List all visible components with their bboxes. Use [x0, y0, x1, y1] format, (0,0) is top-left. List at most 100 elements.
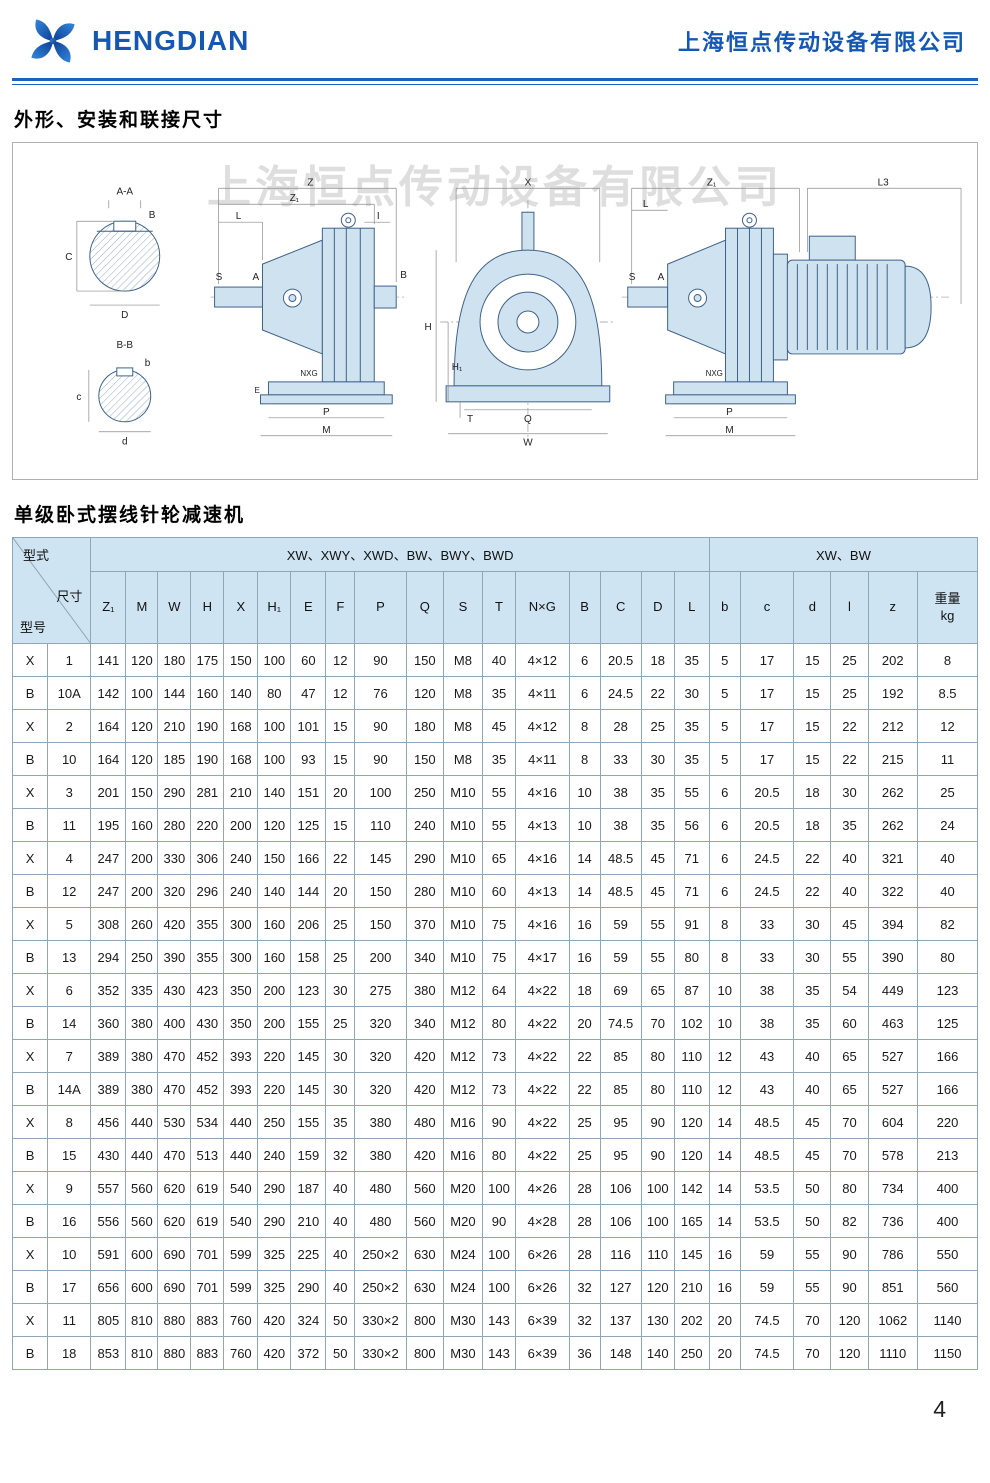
dim-value: 20.5: [739, 808, 795, 842]
dim-value: 8: [708, 940, 741, 974]
dim-value: 4×26: [515, 1171, 570, 1205]
row-type: B: [11, 940, 49, 974]
dim-value: 80: [917, 940, 978, 974]
dim-value: 560: [917, 1270, 978, 1304]
dim-value: 22: [830, 709, 869, 743]
dim-value: 14: [708, 1171, 741, 1205]
dim-value: 145: [290, 1072, 327, 1106]
dim-value: 599: [223, 1270, 259, 1304]
dim-value: 28: [568, 1171, 601, 1205]
dim-value: 4×17: [515, 940, 570, 974]
dim-value: M20: [442, 1171, 484, 1205]
dim-value: 250×2: [354, 1270, 407, 1304]
dim-label: H: [425, 322, 432, 333]
dim-label: A: [658, 272, 665, 283]
dim-value: 25: [568, 1138, 601, 1172]
dim-value: 321: [867, 841, 919, 875]
dim-value: 656: [90, 1270, 127, 1304]
dim-value: 100: [640, 1204, 675, 1238]
dim-label: I: [377, 211, 380, 222]
dim-value: 22: [640, 676, 675, 710]
dim-value: 400: [157, 1006, 192, 1040]
column-header-13: N×G: [515, 571, 570, 644]
dim-value: 100: [125, 676, 159, 710]
technical-drawings: A-A B C D B-B b c d: [65, 177, 962, 449]
dim-value: 250: [125, 940, 159, 974]
dim-value: 240: [257, 1138, 292, 1172]
dim-value: 40: [325, 1204, 356, 1238]
dim-value: 215: [867, 742, 919, 776]
dim-value: 220: [190, 808, 225, 842]
dim-label: Z₁: [707, 177, 717, 188]
dim-value: 75: [482, 940, 517, 974]
dim-value: 76: [354, 676, 407, 710]
brand-name: HENGDIAN: [92, 25, 250, 56]
dim-value: 340: [405, 1006, 444, 1040]
dim-value: 32: [568, 1270, 601, 1304]
dim-value: 12: [708, 1039, 741, 1073]
dim-value: 14: [708, 1105, 741, 1139]
row-type: B: [11, 1204, 49, 1238]
dim-value: 604: [867, 1105, 919, 1139]
dim-value: 143: [482, 1303, 517, 1337]
dim-value: 80: [640, 1072, 675, 1106]
dim-value: 120: [640, 1270, 675, 1304]
dim-value: 5: [708, 676, 741, 710]
row-type: X: [11, 907, 49, 941]
dim-value: 80: [673, 940, 710, 974]
dim-value: 30: [673, 676, 710, 710]
dim-value: 70: [793, 1303, 832, 1337]
dim-value: 25: [917, 775, 978, 809]
corner-type-label: 型式: [23, 548, 50, 563]
dim-value: 160: [125, 808, 159, 842]
corner-model-label: 型号: [20, 620, 47, 635]
dim-value: 281: [190, 775, 225, 809]
dim-value: 65: [482, 841, 517, 875]
dim-value: 150: [405, 742, 444, 776]
dim-value: 320: [354, 1006, 407, 1040]
row-type: X: [11, 775, 49, 809]
dim-value: 155: [290, 1006, 327, 1040]
company-name: 上海恒点传动设备有限公司: [677, 30, 966, 55]
dim-value: 70: [830, 1105, 869, 1139]
dim-value: 701: [190, 1237, 225, 1271]
view-reducer-motor-side: Z₁ L3 L S A NXG P M: [621, 177, 962, 437]
dim-value: 140: [257, 874, 292, 908]
dim-value: 550: [917, 1237, 978, 1271]
dim-value: 101: [290, 709, 327, 743]
dim-value: 560: [125, 1171, 159, 1205]
dim-value: 142: [673, 1171, 710, 1205]
dim-value: 100: [257, 643, 292, 677]
row-model: 8: [47, 1105, 92, 1139]
dim-label: S: [216, 272, 223, 283]
dim-value: 4×11: [515, 742, 570, 776]
dim-value: 164: [90, 709, 127, 743]
dim-value: 80: [482, 1006, 517, 1040]
watermark-text: 上海恒点传动设备有限公司: [207, 163, 783, 212]
dim-value: 4×13: [515, 808, 570, 842]
dim-value: 69: [599, 973, 642, 1007]
dim-value: 324: [290, 1303, 327, 1337]
dim-value: 120: [830, 1303, 869, 1337]
dim-value: 210: [290, 1204, 327, 1238]
dim-value: 1150: [917, 1336, 978, 1370]
dim-value: 247: [90, 874, 127, 908]
dim-value: 393: [223, 1072, 259, 1106]
dim-value: 73: [482, 1072, 517, 1106]
dim-value: 1140: [917, 1303, 978, 1337]
dim-value: 201: [90, 775, 127, 809]
dim-value: 430: [190, 1006, 225, 1040]
dim-value: 148: [599, 1336, 642, 1370]
dim-value: 322: [867, 874, 919, 908]
dim-value: 59: [739, 1270, 795, 1304]
dim-value: 24.5: [739, 841, 795, 875]
dim-value: 30: [325, 1039, 356, 1073]
dim-value: 30: [325, 1072, 356, 1106]
dim-value: 120: [673, 1138, 710, 1172]
dim-value: 50: [793, 1171, 832, 1205]
